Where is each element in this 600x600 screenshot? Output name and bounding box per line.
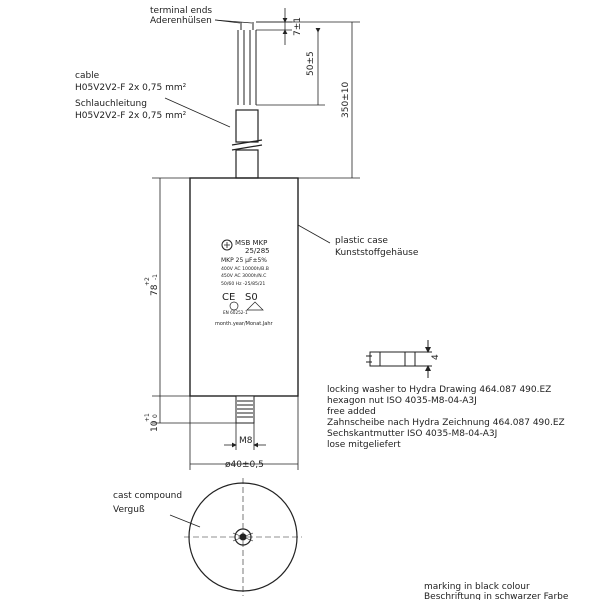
marking-de-text: Beschriftung in schwarzer Farbe [424, 592, 569, 600]
marking-date: month.year/Monat.Jahr [215, 321, 274, 327]
marking-line1: MSB MKP [235, 239, 267, 247]
cast-de-text: Verguß [113, 505, 145, 515]
terminal-leader-2 [214, 19, 253, 24]
dim-10-tol: +1 [144, 413, 151, 422]
hex-nut-detail [366, 340, 432, 378]
marking-ce: CE [222, 292, 235, 303]
dim-lines-right [256, 8, 360, 179]
washer-en2-text: hexagon nut ISO 4035-M8-04-A3J [327, 396, 477, 406]
plastic-de-text: Kunststoffgehäuse [335, 248, 419, 258]
marking-line2: 25/285 [245, 247, 270, 255]
cable-wires [237, 22, 257, 105]
marking-line6: 50/60 Hz -25/85/21 [221, 281, 265, 287]
marking-line4: 400V AC 10000h/B.B [221, 266, 269, 272]
cast-en-text: cast compound [113, 491, 182, 501]
cable-spec2-text: H05V2V2-F 2x 0,75 mm² [75, 111, 187, 121]
dim-78-tol: +2 [144, 277, 151, 286]
dim-m8-label: M8 [239, 436, 253, 446]
dim-7-label: 7±1 [293, 17, 303, 36]
dim-78-tol2: -1 [152, 274, 159, 280]
marking-en-text: marking in black colour [424, 582, 530, 592]
marking-s0: S0 [245, 292, 258, 303]
plastic-en-text: plastic case [335, 236, 388, 246]
marking-en: EN 60252-1 [223, 310, 248, 315]
washer-de2-text: Sechskantmutter ISO 4035-M8-04-A3J [327, 429, 497, 439]
cable-spec1-text: H05V2V2-F 2x 0,75 mm² [75, 83, 187, 93]
dim-m8 [224, 423, 266, 450]
dim-350-label: 350±10 [341, 82, 351, 118]
cable-sheath [231, 109, 263, 179]
washer-en1-text: locking washer to Hydra Drawing 464.087 … [327, 385, 551, 395]
cable-de-text: Schlauchleitung [75, 99, 147, 109]
cast-leader [169, 514, 201, 528]
dim-50-label: 50±5 [306, 51, 316, 76]
dim-10-tol2: 0 [152, 414, 159, 418]
dim-dia40 [189, 396, 299, 470]
cable-en-text: cable [75, 71, 100, 81]
dim-lines-left [152, 177, 236, 424]
terminal-en-text: terminal ends [150, 6, 212, 16]
marking-logo [221, 239, 233, 251]
dim-dia40-label: ø40±0,5 [225, 460, 264, 470]
bolt-m8 [235, 395, 255, 424]
washer-en3-text: free added [327, 407, 376, 417]
marking-line5: 450V AC 3000h/N.C [221, 273, 266, 279]
terminal-de-text: Aderenhülsen [150, 16, 212, 26]
washer-de3-text: lose mitgeliefert [327, 440, 401, 450]
cable-leader [164, 97, 231, 128]
washer-de1-text: Zahnscheibe nach Hydra Zeichnung 464.087… [327, 418, 565, 428]
dim-10-label: 10 [150, 420, 160, 432]
plastic-leader [297, 224, 331, 244]
capacitor-body [189, 177, 299, 397]
marking-line3: MKP 25 µF±5% [221, 257, 267, 264]
bottom-view [184, 478, 302, 596]
approval-marks-icon [229, 301, 264, 311]
dim-78-label: 78 [150, 284, 160, 296]
dim-nut-label: 4 [431, 354, 441, 360]
